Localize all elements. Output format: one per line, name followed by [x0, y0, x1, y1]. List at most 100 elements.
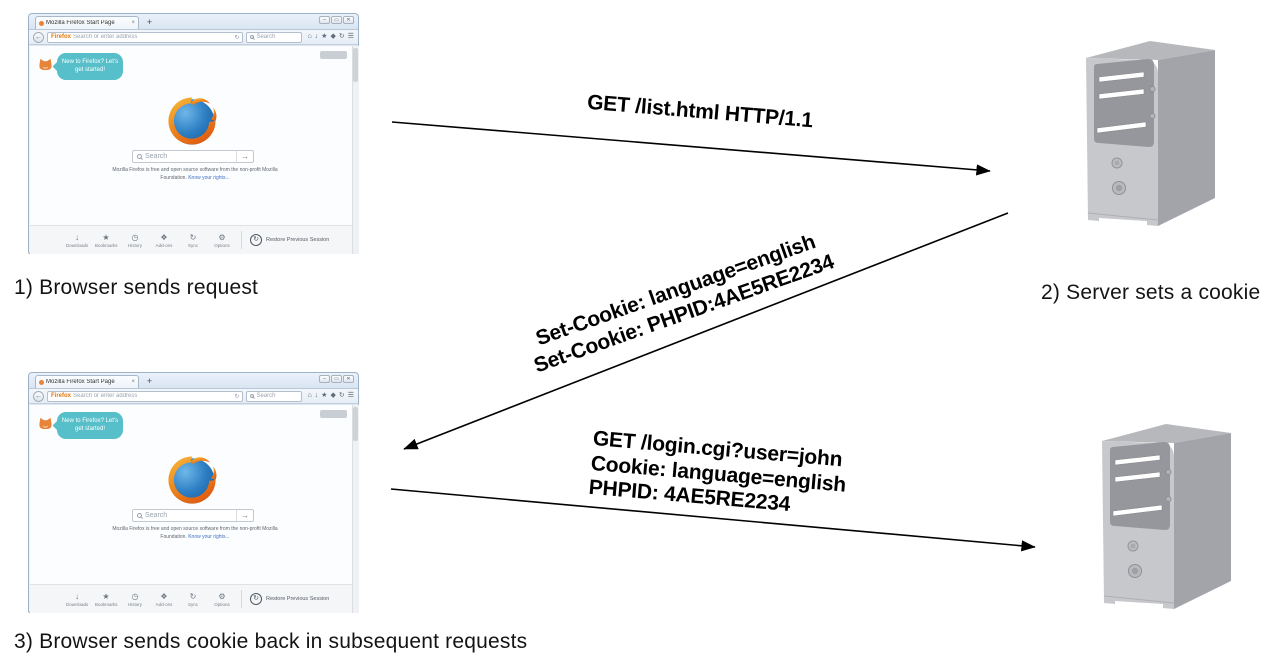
start-toolbar-item[interactable]: ↓Downloads [66, 592, 88, 607]
close-button[interactable]: ✕ [343, 16, 354, 24]
close-button[interactable]: ✕ [343, 375, 354, 383]
start-toolbar-item[interactable]: ★Bookmarks [95, 232, 118, 248]
go-arrow-icon[interactable]: → [236, 151, 249, 162]
start-toolbar-items: ↓Downloads ★Bookmarks ◷History ❖Add-ons ↻Syn… [66, 233, 233, 248]
tab-close-icon[interactable]: × [131, 379, 135, 385]
start-search-placeholder: Search [145, 512, 168, 519]
search-bar[interactable]: Search [246, 390, 303, 402]
title-bar[interactable]: Mozilla Firefox Start Page × + – ▭ ✕ [29, 373, 358, 388]
sync-icon: ↻ [189, 591, 197, 601]
sync-icon: ↻ [189, 232, 197, 242]
browser-tab[interactable]: Mozilla Firefox Start Page × [35, 375, 139, 388]
url-placeholder: Search or enter address [73, 393, 138, 399]
browser-tab[interactable]: Mozilla Firefox Start Page × [35, 16, 139, 29]
minimize-button[interactable]: – [319, 16, 330, 24]
know-your-rights-link[interactable]: Know your rights... [188, 175, 230, 181]
star-icon: ★ [102, 232, 110, 242]
search-placeholder: Search [256, 34, 276, 40]
menu-icon[interactable]: ☰ [347, 33, 354, 40]
browser-window-1: Mozilla Firefox Start Page × + – ▭ ✕ ← F… [28, 13, 359, 254]
maximize-button[interactable]: ▭ [331, 16, 342, 24]
start-toolbar-item[interactable]: ⚙Options [211, 592, 233, 607]
bubble-line2: get started! [74, 67, 106, 73]
scrollbar[interactable] [352, 405, 359, 613]
search-bar[interactable]: Search [246, 31, 303, 43]
start-toolbar-item-label: Sync [187, 601, 198, 607]
start-toolbar-item-label: Add-ons [155, 242, 173, 248]
start-toolbar-item[interactable]: ❖Add-ons [153, 592, 175, 607]
shield-icon[interactable]: ◆ [330, 392, 336, 399]
new-tab-button[interactable]: + [146, 376, 153, 386]
tab-title: Mozilla Firefox Start Page [46, 379, 115, 385]
start-page-content: New to Firefox? Let's get started! [30, 405, 359, 613]
bubble-line1: New to Firefox? Let's [61, 59, 119, 65]
window-controls: – ▭ ✕ [319, 375, 354, 383]
onboarding-bubble[interactable]: New to Firefox? Let's get started! [57, 53, 123, 80]
firefox-window: Mozilla Firefox Start Page × + – ▭ ✕ ← F… [28, 372, 359, 613]
arrow-request-1 [391, 121, 991, 176]
scrollbar-thumb[interactable] [353, 407, 358, 441]
start-toolbar-item[interactable]: ❖Add-ons [153, 233, 175, 248]
window-controls: – ▭ ✕ [319, 16, 354, 24]
start-toolbar-item[interactable]: ↻Sync [182, 592, 204, 607]
start-toolbar-item[interactable]: ◷History [124, 592, 146, 607]
bubble-line1: New to Firefox? Let's [61, 418, 119, 424]
url-bar[interactable]: Firefox Search or enter address ↻ [47, 390, 244, 402]
new-tab-button[interactable]: + [146, 17, 153, 27]
downloads-icon[interactable]: ↓ [314, 392, 319, 399]
start-toolbar-item[interactable]: ★Bookmarks [95, 592, 118, 607]
download-icon: ↓ [75, 591, 79, 601]
search-icon [137, 513, 142, 518]
toolbar-divider [241, 231, 242, 249]
start-search-box[interactable]: Search → [132, 150, 254, 163]
minimize-button[interactable]: – [319, 375, 330, 383]
bookmarks-star-icon[interactable]: ★ [321, 33, 328, 40]
reload-icon[interactable]: ↻ [234, 34, 240, 41]
arrow-set-cookie-response [403, 212, 1009, 450]
restore-session-button[interactable]: ↻ Restore Previous Session [250, 593, 329, 605]
know-your-rights-link[interactable]: Know your rights... [188, 534, 230, 540]
start-toolbar-item[interactable]: ↓Downloads [66, 233, 88, 248]
server-tower-illustration [1086, 41, 1215, 226]
tab-close-icon[interactable]: × [131, 20, 135, 26]
maximize-button[interactable]: ▭ [331, 375, 342, 383]
puzzle-icon: ❖ [160, 232, 168, 242]
shield-icon[interactable]: ◆ [330, 33, 336, 40]
clock-icon: ◷ [131, 232, 139, 242]
step-label-2: 2) Server sets a cookie [1041, 281, 1261, 304]
tab-title: Mozilla Firefox Start Page [46, 20, 115, 26]
start-toolbar-item-label: Bookmarks [95, 242, 118, 248]
url-bar[interactable]: Firefox Search or enter address ↻ [47, 31, 244, 43]
back-button[interactable]: ← [33, 390, 44, 402]
home-icon[interactable]: ⌂ [307, 33, 312, 40]
home-icon[interactable]: ⌂ [307, 392, 312, 399]
downloads-icon[interactable]: ↓ [314, 33, 319, 40]
start-toolbar-items: ↓Downloads ★Bookmarks ◷History ❖Add-ons ↻Syn… [66, 592, 233, 607]
sync-icon[interactable]: ↻ [338, 33, 345, 40]
server-2 [1082, 410, 1244, 616]
content-top-right-badge[interactable] [320, 51, 347, 59]
bookmarks-star-icon[interactable]: ★ [321, 392, 328, 399]
start-toolbar-item[interactable]: ↻Sync [182, 233, 204, 248]
start-toolbar-item-label: Add-ons [155, 601, 173, 607]
start-search-box[interactable]: Search → [132, 509, 254, 522]
go-arrow-icon[interactable]: → [236, 510, 249, 521]
start-toolbar-item[interactable]: ⚙Options [211, 233, 233, 248]
content-top-right-badge[interactable] [320, 410, 347, 418]
message-line: Set-Cookie: language=english [532, 230, 819, 351]
sync-icon[interactable]: ↻ [338, 392, 345, 399]
start-toolbar-item[interactable]: ◷History [124, 233, 146, 248]
onboarding-bubble[interactable]: New to Firefox? Let's get started! [57, 412, 123, 439]
menu-icon[interactable]: ☰ [347, 392, 354, 399]
title-bar[interactable]: Mozilla Firefox Start Page × + – ▭ ✕ [29, 14, 358, 29]
reload-icon[interactable]: ↻ [234, 393, 240, 400]
server-1 [1066, 27, 1228, 233]
toolbar-icons: ⌂↓★◆↻☰ [305, 32, 354, 42]
message-request-1: GET /list.html HTTP/1.1 [548, 88, 853, 137]
scrollbar[interactable] [352, 46, 359, 254]
back-button[interactable]: ← [33, 31, 44, 43]
scrollbar-thumb[interactable] [353, 48, 358, 82]
server-tower-illustration [1102, 424, 1231, 609]
restore-session-button[interactable]: ↻ Restore Previous Session [250, 234, 329, 246]
mozilla-footer-text: Mozilla Firefox is free and open source … [104, 166, 286, 182]
